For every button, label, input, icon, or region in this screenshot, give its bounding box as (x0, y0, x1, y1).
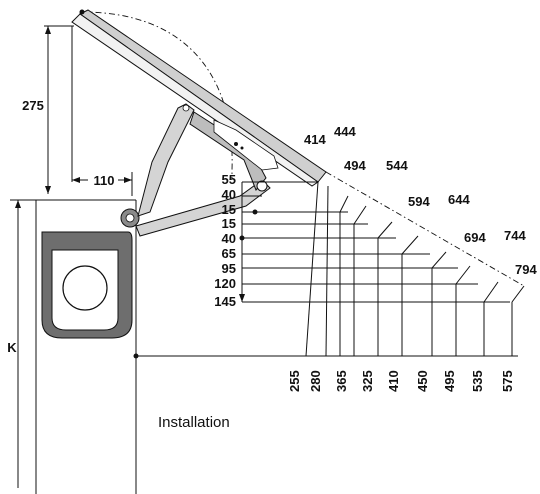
hinge-value-label: 694 (464, 230, 486, 245)
cabinet-side-panel (35, 199, 137, 494)
hinge-value-label: 644 (448, 192, 470, 207)
base-reference-point (133, 353, 139, 359)
installation-caption: Installation (158, 414, 230, 431)
side-value-labels: 55 40 15 15 40 65 95 120 145 (214, 172, 236, 309)
side-value-label: 40 (222, 231, 236, 246)
dimension-110-label: 110 (94, 173, 115, 188)
dimension-k-label: K (7, 340, 17, 355)
flap-door (71, 9, 327, 187)
hinge-value-label: 594 (408, 194, 430, 209)
bottom-value-label: 575 (500, 370, 515, 392)
side-offset-guides (239, 181, 510, 303)
hinge-value-labels: 414 444 494 544 594 644 694 744 794 (304, 124, 537, 277)
bottom-value-label: 495 (442, 370, 457, 392)
dimension-275-label: 275 (22, 98, 44, 113)
swing-arc (81, 11, 233, 178)
side-value-label: 95 (222, 261, 236, 276)
bottom-value-label: 450 (415, 370, 430, 392)
hinge-position-line (305, 171, 525, 357)
bottom-value-label: 255 (287, 370, 302, 392)
side-value-label: 15 (222, 202, 236, 217)
side-value-label: 120 (214, 276, 236, 291)
bottom-value-label: 535 (470, 370, 485, 392)
hinge-value-label: 414 (304, 132, 326, 147)
hinge-value-label: 744 (504, 228, 526, 243)
side-value-label: 40 (222, 187, 236, 202)
dimension-110 (71, 26, 133, 196)
side-value-label: 55 (222, 172, 236, 187)
side-value-label: 65 (222, 246, 236, 261)
side-value-label: 145 (214, 294, 236, 309)
dimension-k (10, 199, 36, 488)
hinge-value-label: 444 (334, 124, 356, 139)
side-value-label: 15 (222, 216, 236, 231)
bottom-value-labels: 255 280 365 325 410 450 495 535 575 (287, 370, 515, 392)
hinge-value-label: 544 (386, 158, 408, 173)
dimension-275 (44, 25, 74, 194)
bottom-scale-drops (339, 212, 513, 356)
bottom-value-label: 280 (308, 370, 323, 392)
hinge-value-label: 794 (515, 262, 537, 277)
flap-pivot-point (79, 9, 85, 15)
bottom-value-label: 365 (334, 370, 349, 392)
bottom-value-label: 325 (360, 370, 375, 392)
hinge-housing (41, 208, 140, 339)
lever-arms (135, 103, 271, 237)
hinge-value-label: 494 (344, 158, 366, 173)
bottom-value-label: 410 (386, 370, 401, 392)
